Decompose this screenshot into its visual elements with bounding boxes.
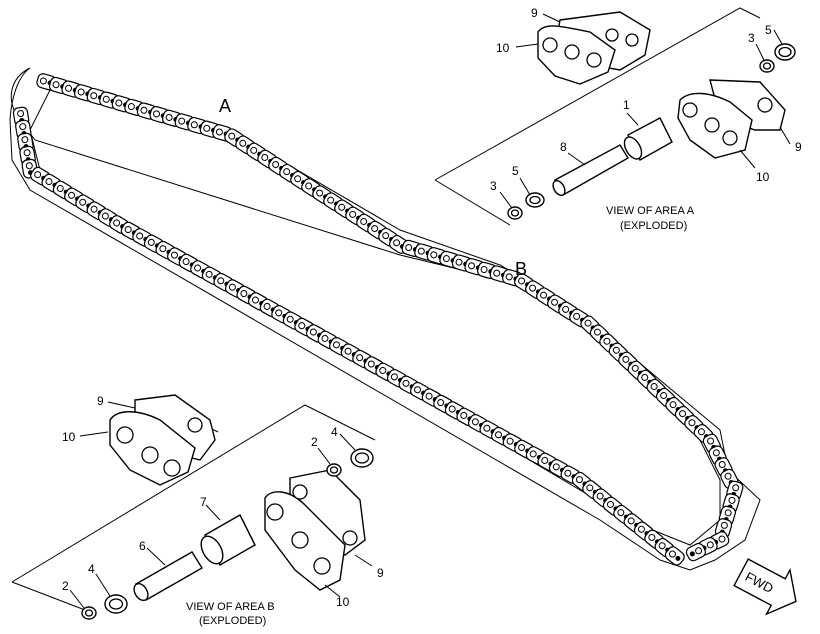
callout-a-5-top: 5 (765, 23, 772, 37)
ring-4-low (104, 594, 128, 614)
area-b-caption-line1: VIEW OF AREA B (186, 601, 275, 613)
seal-3-top (759, 59, 775, 73)
callout-a-3-top: 3 (748, 31, 755, 45)
callout-b-10-top: 10 (62, 430, 76, 444)
track-link-right-a (677, 79, 786, 159)
chain-link (664, 546, 685, 566)
callout-b-4-top: 4 (331, 425, 338, 439)
ring-5-mid (525, 192, 545, 208)
area-b-exploded-view: 9 10 2 4 7 6 4 2 9 10 VIEW OF AREA B (EX… (11, 394, 384, 627)
callout-b-9-right: 9 (377, 566, 384, 580)
chain-link (685, 542, 706, 562)
area-a-caption-line2: (EXPLODED) (620, 220, 687, 232)
track-chain-loop (9, 67, 761, 571)
callout-b-4-low: 4 (88, 562, 95, 576)
chain-link (75, 194, 96, 214)
pin-6 (133, 551, 203, 602)
callout-b-2-top: 2 (311, 435, 318, 449)
chain-links-lower (12, 106, 685, 566)
bushing-7 (200, 514, 256, 566)
ring-4-top (350, 448, 374, 468)
ring-5-top (774, 43, 796, 61)
seal-2-low (81, 606, 97, 620)
callout-b-6: 6 (139, 539, 146, 553)
callout-a-1: 1 (623, 98, 630, 112)
callout-b-9-top: 9 (97, 394, 104, 408)
callout-a-3-mid: 3 (490, 179, 497, 193)
bushing-1 (623, 117, 673, 161)
track-link-top-a (537, 11, 651, 85)
pin-8 (552, 144, 629, 197)
area-b-caption-line2: (EXPLODED) (199, 615, 266, 627)
seal-3-mid (507, 206, 523, 220)
callout-a-10-right: 10 (756, 170, 770, 184)
callout-b-2-low: 2 (62, 579, 69, 593)
callout-a-9-right: 9 (795, 140, 802, 154)
track-link-top-b (109, 394, 216, 486)
area-b-label: B (515, 259, 527, 279)
area-a-exploded-view: 9 10 5 3 1 8 5 3 9 10 VIEW OF AREA A (EX… (434, 6, 802, 232)
callout-a-5-mid: 5 (512, 164, 519, 178)
chain-links-upper (36, 73, 744, 562)
chain-link (21, 158, 39, 179)
callout-b-7: 7 (200, 495, 207, 509)
area-a-label: A (219, 96, 231, 116)
callout-b-10-bottom: 10 (336, 595, 350, 609)
area-a-caption-line1: VIEW OF AREA A (606, 205, 695, 217)
callout-a-9-top: 9 (531, 6, 538, 20)
callout-a-8: 8 (560, 140, 567, 154)
forward-direction-arrow: FWD (733, 558, 797, 616)
callout-a-10-top: 10 (496, 41, 510, 55)
track-link-right-b (264, 469, 366, 591)
seal-2-top (326, 463, 342, 477)
